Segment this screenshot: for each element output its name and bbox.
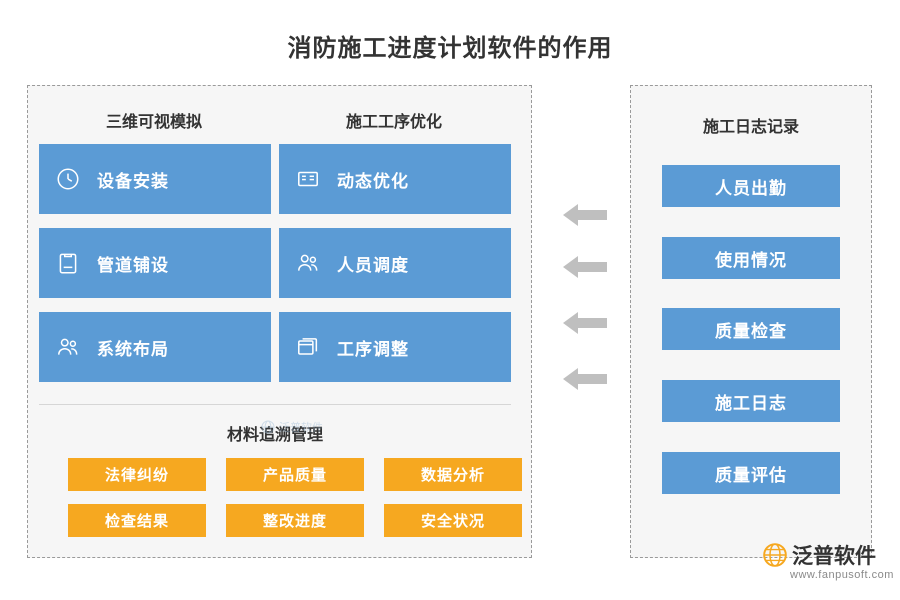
- card-staff-scheduling[interactable]: 人员调度: [279, 228, 511, 298]
- people-icon: [279, 250, 337, 276]
- left-panel: 三维可视模拟 施工工序优化 设备安装 管道铺设: [27, 85, 532, 558]
- clock-icon: [39, 166, 97, 192]
- section-divider: [39, 404, 511, 405]
- card-dynamic-optimization[interactable]: 动态优化: [279, 144, 511, 214]
- window-stack-icon: [279, 334, 337, 360]
- card-label: 动态优化: [337, 171, 409, 191]
- arrow-left-icon: [563, 202, 607, 228]
- logo-url: www.fanpusoft.com: [790, 569, 894, 581]
- globe-icon: [763, 543, 787, 567]
- chip-inspection-result[interactable]: 检查结果: [68, 504, 206, 537]
- material-traceability-heading: 材料追溯管理: [226, 427, 323, 444]
- card-process-adjustment[interactable]: 工序调整: [279, 312, 511, 382]
- chip-data-analysis[interactable]: 数据分析: [384, 458, 522, 491]
- card-construction-log[interactable]: 施工日志: [662, 380, 840, 422]
- chip-product-quality[interactable]: 产品质量: [226, 458, 364, 491]
- people-icon: [39, 334, 97, 360]
- card-label: 管道铺设: [97, 255, 169, 275]
- document-list-icon: [279, 166, 337, 192]
- card-quality-evaluation[interactable]: 质量评估: [662, 452, 840, 494]
- card-label: 工序调整: [337, 339, 409, 359]
- card-usage-status[interactable]: 使用情况: [662, 237, 840, 279]
- chip-safety-status[interactable]: 安全状况: [384, 504, 522, 537]
- card-system-layout[interactable]: 系统布局: [39, 312, 271, 382]
- arrow-left-icon: [563, 310, 607, 336]
- card-label: 设备安装: [97, 171, 169, 191]
- chip-legal-dispute[interactable]: 法律纠纷: [68, 458, 206, 491]
- card-label: 系统布局: [97, 339, 169, 359]
- right-panel: 施工日志记录 人员出勤 使用情况 质量检查 施工日志 质量评估: [630, 85, 872, 558]
- clipboard-icon: [39, 250, 97, 276]
- arrow-left-icon: [563, 254, 607, 280]
- card-quality-inspection[interactable]: 质量检查: [662, 308, 840, 350]
- arrow-left-icon: [563, 366, 607, 392]
- column-heading-process-optimization: 施工工序优化: [345, 114, 442, 131]
- column-heading-3d-simulation: 三维可视模拟: [105, 114, 202, 131]
- chip-rectification-progress[interactable]: 整改进度: [226, 504, 364, 537]
- brand-logo: 泛普软件: [762, 540, 876, 570]
- card-staff-attendance[interactable]: 人员出勤: [662, 165, 840, 207]
- logo-text: 泛普软件: [792, 545, 876, 568]
- card-label: 人员调度: [337, 255, 409, 275]
- page-title: 消防施工进度计划软件的作用: [287, 35, 613, 62]
- construction-log-heading: 施工日志记录: [702, 119, 799, 136]
- card-equipment-installation[interactable]: 设备安装: [39, 144, 271, 214]
- card-pipe-laying[interactable]: 管道铺设: [39, 228, 271, 298]
